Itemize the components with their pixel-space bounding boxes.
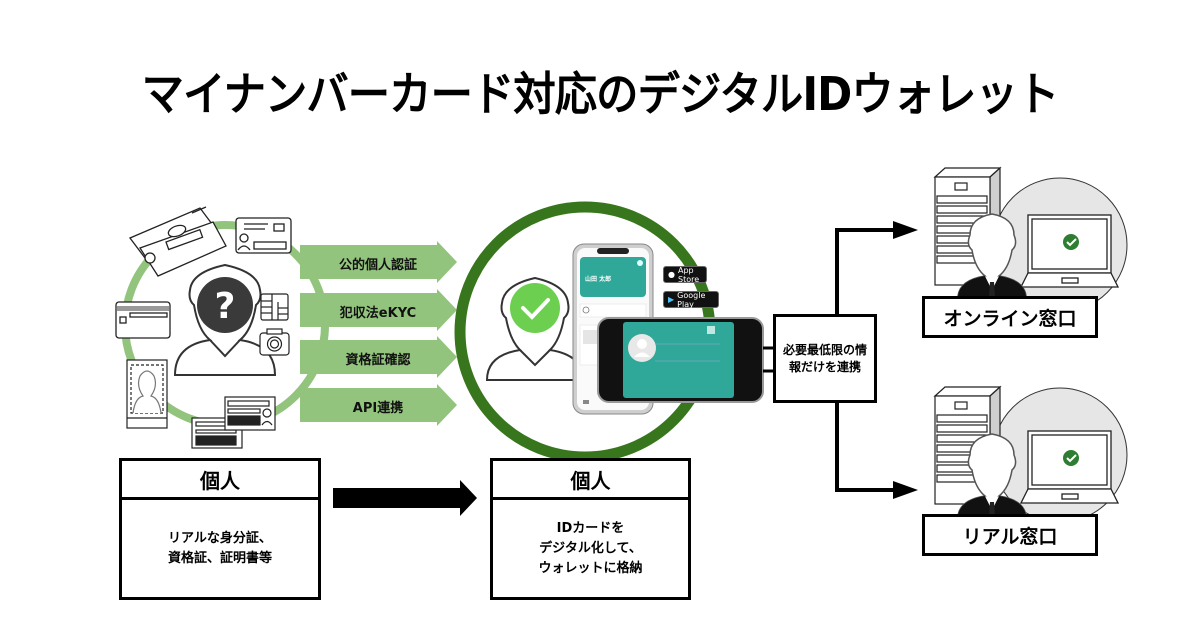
google-play-label: Google Play	[677, 290, 706, 309]
real-counter-label: リアル窓口	[922, 514, 1098, 556]
page-title: マイナンバーカード対応のデジタルIDウォレット	[141, 67, 1060, 121]
laptop-check-icon	[1063, 450, 1079, 466]
play-icon: ▶	[668, 295, 675, 304]
right-box-body: IDカードを デジタル化して、 ウォレットに格納	[538, 520, 643, 576]
laptop-icon	[1019, 430, 1120, 504]
feature-arrow-1	[300, 241, 457, 283]
branch-arrow-online	[835, 221, 918, 314]
landscape-phone	[597, 317, 764, 403]
id-photo-icon	[126, 359, 168, 429]
id-card-icon	[235, 217, 292, 254]
camera-icon	[259, 328, 290, 356]
feature-arrow-2	[300, 289, 457, 331]
left-info-box: 個人 リアルな身分証、 資格証、証明書等	[119, 458, 321, 600]
apple-icon: ●	[668, 270, 675, 279]
feature-label-qualification: 資格証確認	[345, 353, 411, 368]
credit-card-icon	[115, 301, 171, 339]
feature-arrow-3	[300, 336, 457, 378]
progress-arrow	[333, 480, 477, 516]
check-circle-icon	[510, 283, 560, 333]
app-store-badge[interactable]: ● App Store	[663, 265, 707, 284]
right-info-box: 個人 IDカードを デジタル化して、 ウォレットに格納	[490, 458, 691, 600]
google-play-badge[interactable]: ▶ Google Play	[663, 290, 719, 309]
real-counter-scene	[933, 385, 1128, 523]
license-card-icon	[224, 396, 276, 431]
passport-icon	[128, 206, 227, 277]
feature-label-api: API連携	[352, 401, 404, 416]
right-box-header: 個人	[493, 461, 688, 500]
feature-label-ekyc: 犯収法eKYC	[339, 306, 417, 321]
app-store-label: App Store	[677, 265, 700, 284]
document-card-icon	[191, 417, 243, 449]
online-counter-scene	[933, 166, 1128, 313]
laptop-icon	[1019, 214, 1120, 288]
verified-person-icon	[485, 276, 585, 381]
left-box-header: 個人	[122, 461, 318, 500]
ic-chip-icon	[260, 293, 289, 321]
left-box-body: リアルな身分証、 資格証、証明書等	[167, 530, 272, 566]
feature-arrow-4	[300, 384, 457, 426]
staff-person-icon	[957, 213, 1027, 297]
staff-person-icon	[957, 433, 1027, 517]
minimal-info-link-box: 必要最低限の情 報だけを連携	[773, 314, 877, 403]
online-counter-label: オンライン窓口	[922, 296, 1098, 338]
svg-text:?: ?	[215, 286, 236, 327]
card-holder-name: 山田 太郎	[585, 276, 612, 283]
branch-arrow-real	[835, 403, 918, 499]
laptop-check-icon	[1063, 234, 1079, 250]
feature-label-public-auth: 公的個人認証	[338, 258, 417, 273]
question-person-icon: ?	[173, 263, 277, 376]
